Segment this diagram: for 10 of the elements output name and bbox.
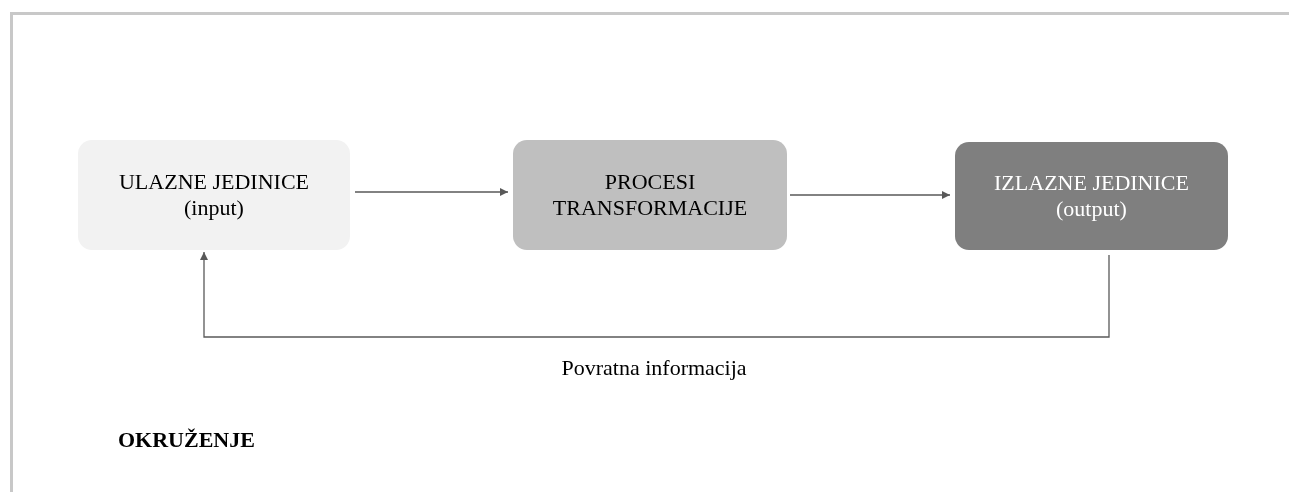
arrow xyxy=(200,251,1110,338)
process-box xyxy=(955,142,1228,250)
box-label: IZLAZNE JEDINICE (output) xyxy=(993,169,1190,223)
environment-frame xyxy=(10,12,1289,492)
arrow xyxy=(354,188,509,196)
environment-heading: OKRUŽENJE xyxy=(118,427,255,454)
box-label: ULAZNE JEDINICE (input) xyxy=(118,168,310,222)
process-box xyxy=(513,140,787,250)
arrow xyxy=(789,191,951,199)
box-label: PROCESI TRANSFORMACIJE xyxy=(551,168,749,222)
